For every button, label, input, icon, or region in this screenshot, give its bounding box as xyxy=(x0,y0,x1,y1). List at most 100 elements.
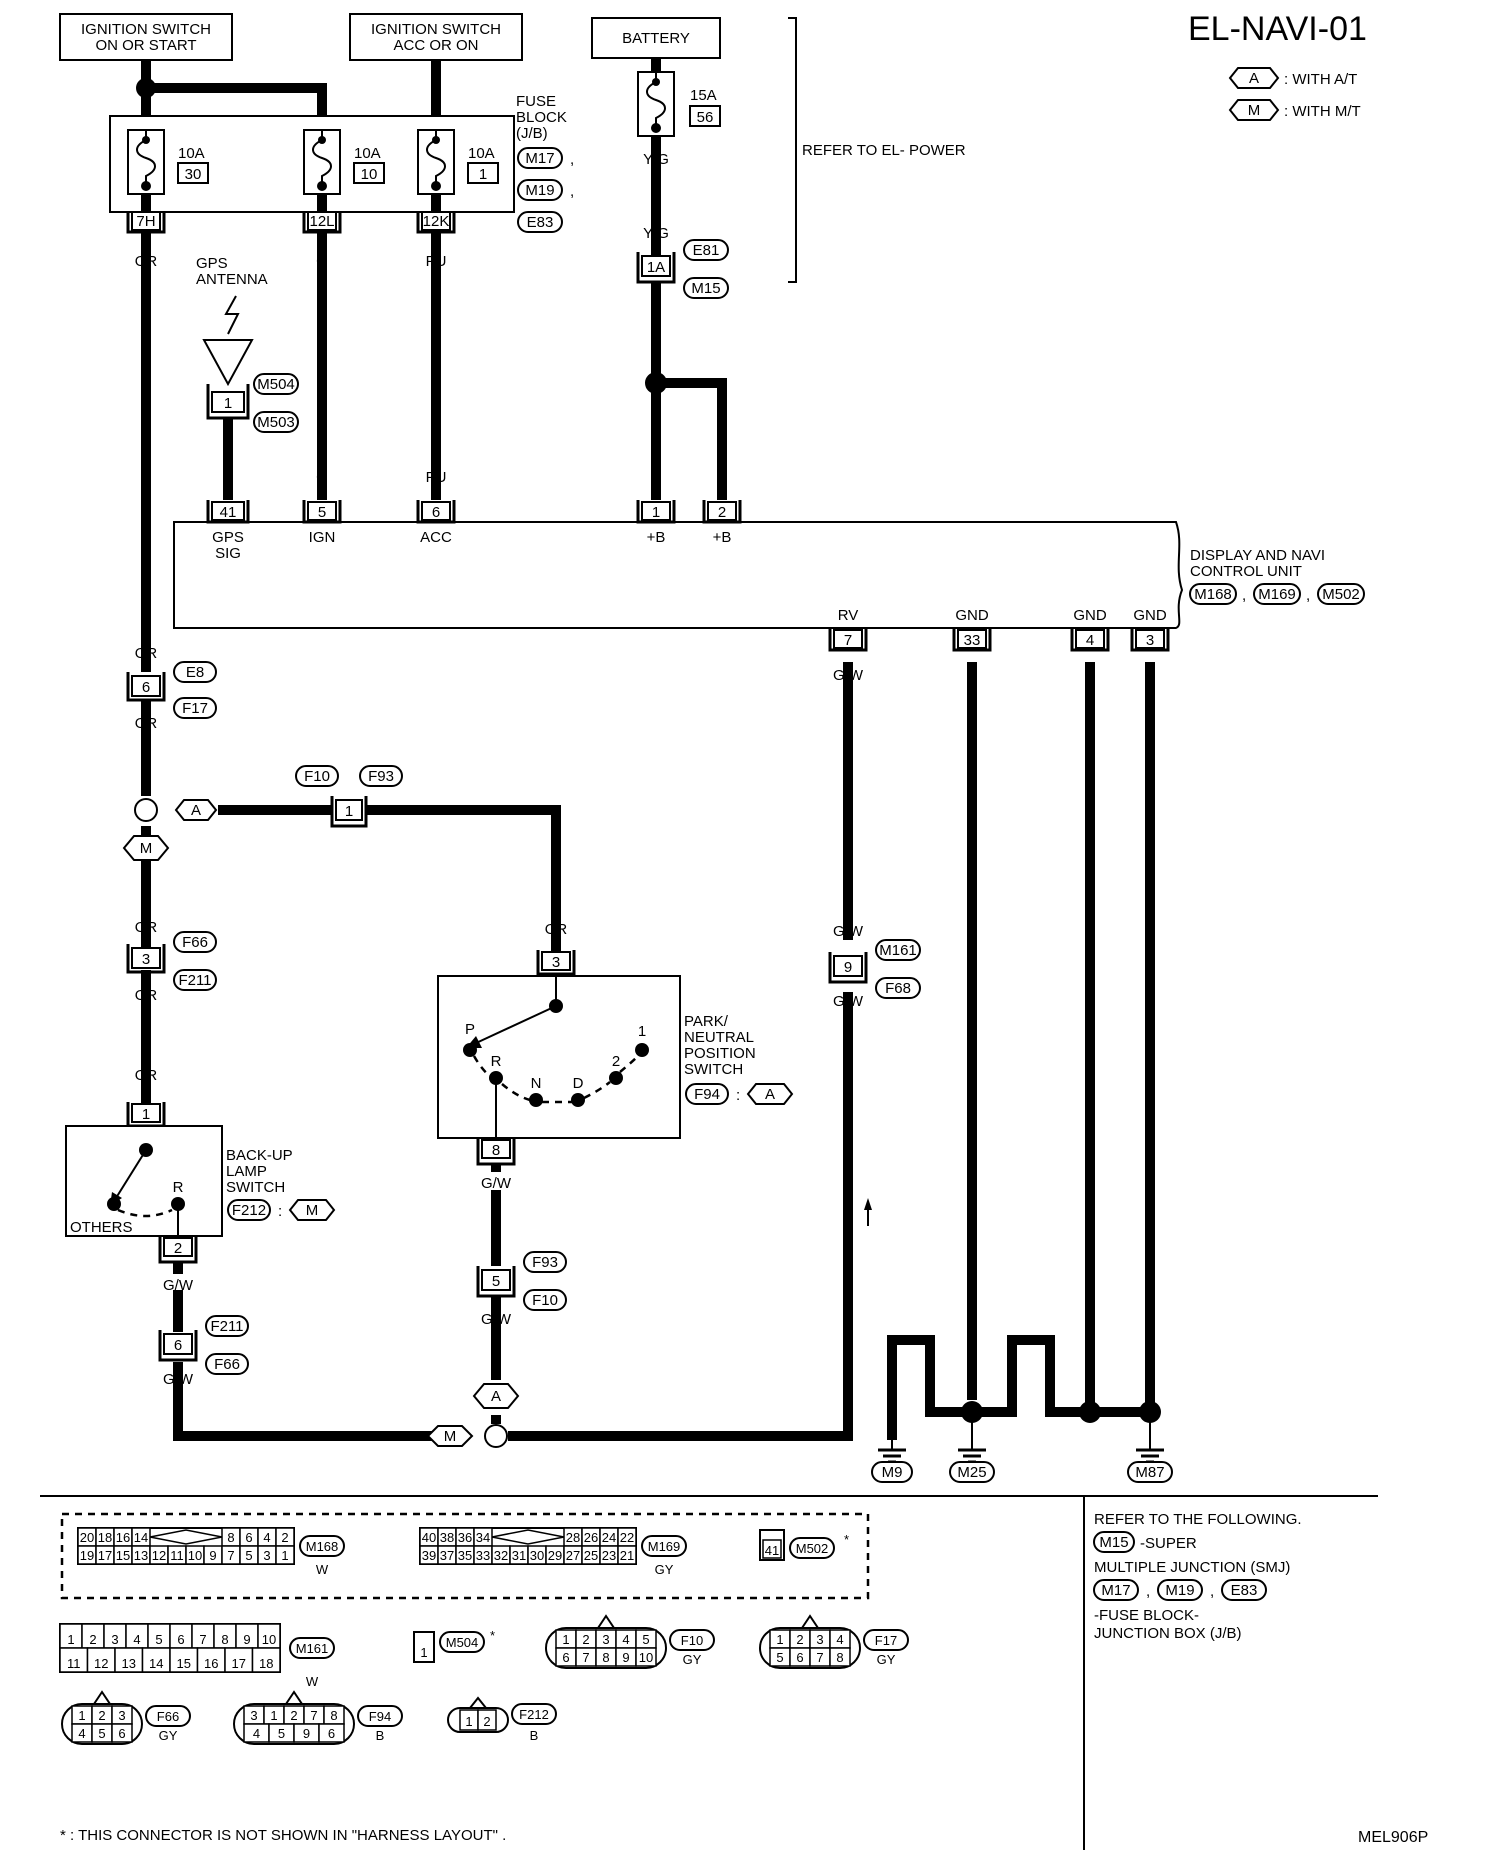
svg-text:17: 17 xyxy=(232,1656,246,1671)
svg-text:15A: 15A xyxy=(690,87,717,104)
battery: BATTERY xyxy=(591,17,721,59)
svg-text:2: 2 xyxy=(89,1632,96,1647)
svg-text:OR: OR xyxy=(135,1067,158,1084)
svg-text:G: G xyxy=(316,253,328,270)
svg-text:4: 4 xyxy=(1086,632,1094,649)
conn-e8: E8 xyxy=(173,661,217,683)
svg-text:4: 4 xyxy=(622,1632,629,1647)
svg-text:17: 17 xyxy=(98,1548,112,1563)
svg-text:15: 15 xyxy=(177,1656,191,1671)
svg-text:1: 1 xyxy=(465,1714,472,1729)
svg-text:8: 8 xyxy=(227,1530,234,1545)
svg-text:OR: OR xyxy=(135,919,158,936)
svg-text:4: 4 xyxy=(133,1632,140,1647)
conn-m25: M25 xyxy=(949,1461,995,1483)
grounds: B B B B B B B M9 M25 M87 xyxy=(871,1373,1173,1483)
svg-text:B: B xyxy=(1045,1373,1055,1390)
svg-text:F10: F10 xyxy=(681,1633,703,1648)
svg-text:40: 40 xyxy=(422,1530,436,1545)
svg-text:7: 7 xyxy=(199,1632,206,1647)
svg-text:1: 1 xyxy=(270,1708,277,1723)
svg-text:41: 41 xyxy=(220,504,237,521)
footnote: * : THIS CONNECTOR IS NOT SHOWN IN "HARN… xyxy=(60,1827,506,1844)
conn-m87: M87 xyxy=(1127,1461,1173,1483)
svg-text:M503: M503 xyxy=(257,414,295,431)
option-mt-bottom: M xyxy=(426,1425,474,1447)
svg-text:3: 3 xyxy=(118,1708,125,1723)
svg-text:12: 12 xyxy=(94,1656,108,1671)
svg-text:2: 2 xyxy=(290,1708,297,1723)
joint-m161-f68: G/W 9 M161 F68 G/W xyxy=(828,923,921,1226)
svg-text:M: M xyxy=(140,840,153,857)
svg-text:5: 5 xyxy=(492,1273,500,1290)
svg-text:3: 3 xyxy=(816,1632,823,1647)
unit-pin-7-rv: RV 7 G/W xyxy=(828,607,868,684)
svg-text:W: W xyxy=(306,1674,319,1689)
svg-text:D: D xyxy=(573,1075,584,1092)
svg-text:1: 1 xyxy=(78,1708,85,1723)
svg-text:DISPLAY AND NAVI: DISPLAY AND NAVI xyxy=(1190,547,1325,564)
gps-antenna: GPS ANTENNA 1 M504 M503 xyxy=(196,255,299,433)
svg-text:5: 5 xyxy=(318,504,326,521)
svg-text:E83: E83 xyxy=(1231,1582,1258,1599)
svg-text:B: B xyxy=(1145,667,1155,684)
park-neutral-position-switch: OR 3 P R N D 2 1 8 G/W PARK/ NEUTRAL POS… xyxy=(437,921,794,1192)
svg-text:M: M xyxy=(1248,102,1261,119)
svg-text:GY: GY xyxy=(159,1728,178,1743)
svg-text:*: * xyxy=(490,1628,495,1643)
svg-text:Y/G: Y/G xyxy=(643,151,669,168)
svg-text:JUNCTION BOX (J/B): JUNCTION BOX (J/B) xyxy=(1094,1625,1242,1642)
fuse-30: 10A 30 xyxy=(127,129,209,195)
svg-text:2: 2 xyxy=(98,1708,105,1723)
unit-pin-6: PU 6 ACC xyxy=(416,469,456,546)
option-at-branch: A OR 1 F10 F93 OR xyxy=(174,765,405,828)
svg-text:NEUTRAL: NEUTRAL xyxy=(684,1029,754,1046)
svg-text:B: B xyxy=(1085,1373,1095,1390)
svg-text:9: 9 xyxy=(844,959,852,976)
svg-text:15: 15 xyxy=(116,1548,130,1563)
svg-text::: : xyxy=(278,1203,282,1220)
svg-text:1: 1 xyxy=(776,1632,783,1647)
svg-text:9: 9 xyxy=(303,1726,310,1741)
svg-text:IGN: IGN xyxy=(309,529,336,546)
ground-icon xyxy=(958,1412,986,1464)
svg-text:B: B xyxy=(967,1373,977,1390)
svg-text:16: 16 xyxy=(204,1656,218,1671)
pin-7h: 7H xyxy=(126,211,166,234)
svg-text:F10: F10 xyxy=(304,768,330,785)
svg-text:M17: M17 xyxy=(1101,1582,1130,1599)
svg-text:8: 8 xyxy=(492,1142,500,1159)
svg-text:PARK/: PARK/ xyxy=(684,1013,729,1030)
svg-text:9: 9 xyxy=(622,1650,629,1665)
svg-text:F10: F10 xyxy=(532,1292,558,1309)
svg-text:2: 2 xyxy=(483,1714,490,1729)
conn-m17-ref: M17 xyxy=(1093,1579,1139,1601)
fuse-block-conn-e83: E83 xyxy=(517,211,563,233)
svg-text:M9: M9 xyxy=(882,1464,903,1481)
svg-text::: : xyxy=(736,1087,740,1104)
svg-text:M504: M504 xyxy=(446,1635,479,1650)
svg-text:3: 3 xyxy=(552,954,560,971)
option-mt-marker: M xyxy=(122,835,170,861)
pin-12k: 12K xyxy=(416,211,456,234)
svg-text:(J/B): (J/B) xyxy=(516,125,548,142)
svg-text:10: 10 xyxy=(188,1548,202,1563)
conn-m168: M168 xyxy=(1189,583,1237,605)
fuse-block: 10A 30 10A 10 10A 1 7H 12L 12K OR G PU F… xyxy=(109,93,574,270)
svg-text:E83: E83 xyxy=(527,214,554,231)
svg-text:B: B xyxy=(1145,1373,1155,1390)
svg-text:F68: F68 xyxy=(885,980,911,997)
antenna-icon xyxy=(202,339,254,387)
svg-text:56: 56 xyxy=(697,109,714,126)
svg-text:9: 9 xyxy=(243,1632,250,1647)
svg-text:4: 4 xyxy=(263,1530,270,1545)
svg-text:10: 10 xyxy=(262,1632,276,1647)
svg-text:,: , xyxy=(570,151,574,168)
svg-text:G: G xyxy=(316,469,328,486)
svg-text:M19: M19 xyxy=(525,182,554,199)
refer-power-text: REFER TO EL- POWER xyxy=(802,142,966,159)
svg-text:E81: E81 xyxy=(693,242,720,259)
svg-text:6: 6 xyxy=(328,1726,335,1741)
svg-text:7H: 7H xyxy=(136,213,155,230)
